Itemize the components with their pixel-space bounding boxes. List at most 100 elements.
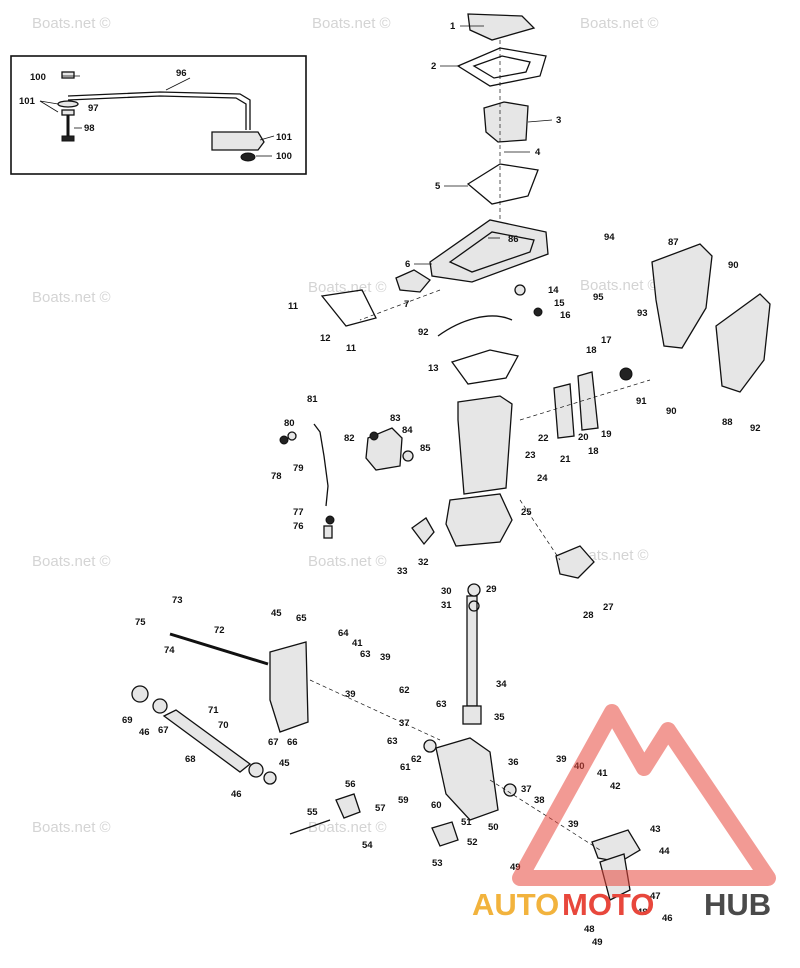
inset-frame xyxy=(10,55,307,175)
axis-line xyxy=(519,499,561,561)
callout-69: 67 xyxy=(158,725,169,736)
watermark-text: Boats.net © xyxy=(32,15,111,32)
watermark-text: Boats.net © xyxy=(32,289,111,306)
nut-drawing xyxy=(533,307,543,317)
swivel-bracket-drawing xyxy=(435,737,499,821)
rod-drawing xyxy=(169,632,269,666)
bracket-drawing xyxy=(577,371,599,431)
callout-32: 32 xyxy=(418,557,429,568)
plate-drawing xyxy=(456,47,547,87)
callout-23: 23 xyxy=(525,450,536,461)
callout-18: 18 xyxy=(588,446,599,457)
callout-63: 63 xyxy=(387,736,398,747)
callout-61: 61 xyxy=(400,762,411,773)
callout-36: 36 xyxy=(508,757,519,768)
callout-80: 78 xyxy=(271,471,282,482)
watermark-text: Boats.net © xyxy=(580,277,659,294)
bracket-drawing xyxy=(591,829,641,863)
callout-94: 92 xyxy=(418,327,429,338)
callout-11: 11 xyxy=(346,343,357,354)
callout-1: 1 xyxy=(450,21,456,32)
callout-27: 27 xyxy=(603,602,614,613)
nut-drawing xyxy=(402,450,414,462)
washer-drawing xyxy=(57,100,79,108)
callout-85: 83 xyxy=(390,413,401,424)
callout-74: 72 xyxy=(214,625,225,636)
callout-52: 51 xyxy=(461,817,472,828)
callout-64: 62 xyxy=(399,685,410,696)
callout-95: 92 xyxy=(750,423,761,434)
nut-drawing xyxy=(619,367,633,381)
callout-41: 41 xyxy=(597,768,608,779)
callout-12: 12 xyxy=(320,333,331,344)
callout-6: 6 xyxy=(405,259,410,270)
callout-87: 85 xyxy=(420,443,431,454)
watermark-text: Boats.net © xyxy=(308,553,387,570)
mount-drawing xyxy=(395,269,431,293)
callout-100: 97 xyxy=(88,103,99,114)
callout-68: 66 xyxy=(287,737,298,748)
callout-82: 80 xyxy=(284,418,295,429)
bushing-drawing xyxy=(462,705,482,725)
callout-39: 39 xyxy=(345,689,356,700)
watermark-text: Boats.net © xyxy=(308,819,387,836)
callout-65: 63 xyxy=(360,649,371,660)
callout-58: 57 xyxy=(375,803,386,814)
logo-text-moto: MOTO xyxy=(562,887,654,922)
callout-71: 69 xyxy=(122,715,133,726)
callout-96: 93 xyxy=(637,308,648,319)
callout-103: 101 xyxy=(276,132,293,143)
bracket-drawing xyxy=(335,793,361,819)
watermark-text: Boats.net © xyxy=(580,15,659,32)
housing-base-drawing xyxy=(445,493,513,547)
callout-48: 49 xyxy=(592,937,603,948)
gasket-drawing xyxy=(467,13,536,41)
callout-45: 46 xyxy=(231,789,242,800)
callout-33: 33 xyxy=(397,566,408,577)
adapter-plate-drawing xyxy=(448,231,535,273)
callout-81: 79 xyxy=(293,463,304,474)
nut-drawing xyxy=(279,435,289,445)
fitting-drawing xyxy=(431,821,459,847)
callout-90: 87 xyxy=(668,237,679,248)
callout-31: 31 xyxy=(441,600,452,611)
callout-39: 39 xyxy=(568,819,579,830)
nut-drawing xyxy=(369,431,379,441)
nut-drawing xyxy=(263,771,277,785)
callout-70: 68 xyxy=(185,754,196,765)
washer-drawing xyxy=(467,583,481,597)
callout-45: 46 xyxy=(139,727,150,738)
callout-59: 59 xyxy=(398,795,409,806)
callout-11: 11 xyxy=(288,301,299,312)
nut-drawing xyxy=(152,698,168,714)
callout-92: 90 xyxy=(728,260,739,271)
callout-49: 48 xyxy=(584,924,595,935)
callout-29: 29 xyxy=(486,584,497,595)
leader-lines xyxy=(39,25,553,265)
callout-30: 30 xyxy=(441,586,452,597)
callout-78: 76 xyxy=(293,521,304,532)
callout-44: 45 xyxy=(279,758,290,769)
clamp-bracket-drawing xyxy=(269,641,309,733)
bracket-drawing xyxy=(553,383,575,439)
callout-88: 86 xyxy=(508,234,519,245)
callout-44: 44 xyxy=(659,846,670,857)
nut-drawing xyxy=(287,431,297,441)
callout-50: 49 xyxy=(510,862,521,873)
callout-5: 5 xyxy=(435,181,441,192)
callout-51: 50 xyxy=(488,822,499,833)
washer-drawing xyxy=(325,515,335,525)
watermark-text: Boats.net © xyxy=(32,553,111,570)
callout-37: 37 xyxy=(399,718,410,729)
callout-7: 7 xyxy=(404,299,409,310)
nut-drawing xyxy=(240,152,256,162)
callout-14: 14 xyxy=(548,285,559,296)
callout-4: 4 xyxy=(535,147,541,158)
nut-drawing xyxy=(514,284,526,296)
callout-39: 39 xyxy=(556,754,567,765)
axis-line xyxy=(309,679,441,741)
callout-62: 62 xyxy=(411,754,422,765)
logo-text-auto: AUTO xyxy=(472,887,559,922)
assembly-axes xyxy=(309,40,651,851)
callout-46: 47 xyxy=(650,891,661,902)
